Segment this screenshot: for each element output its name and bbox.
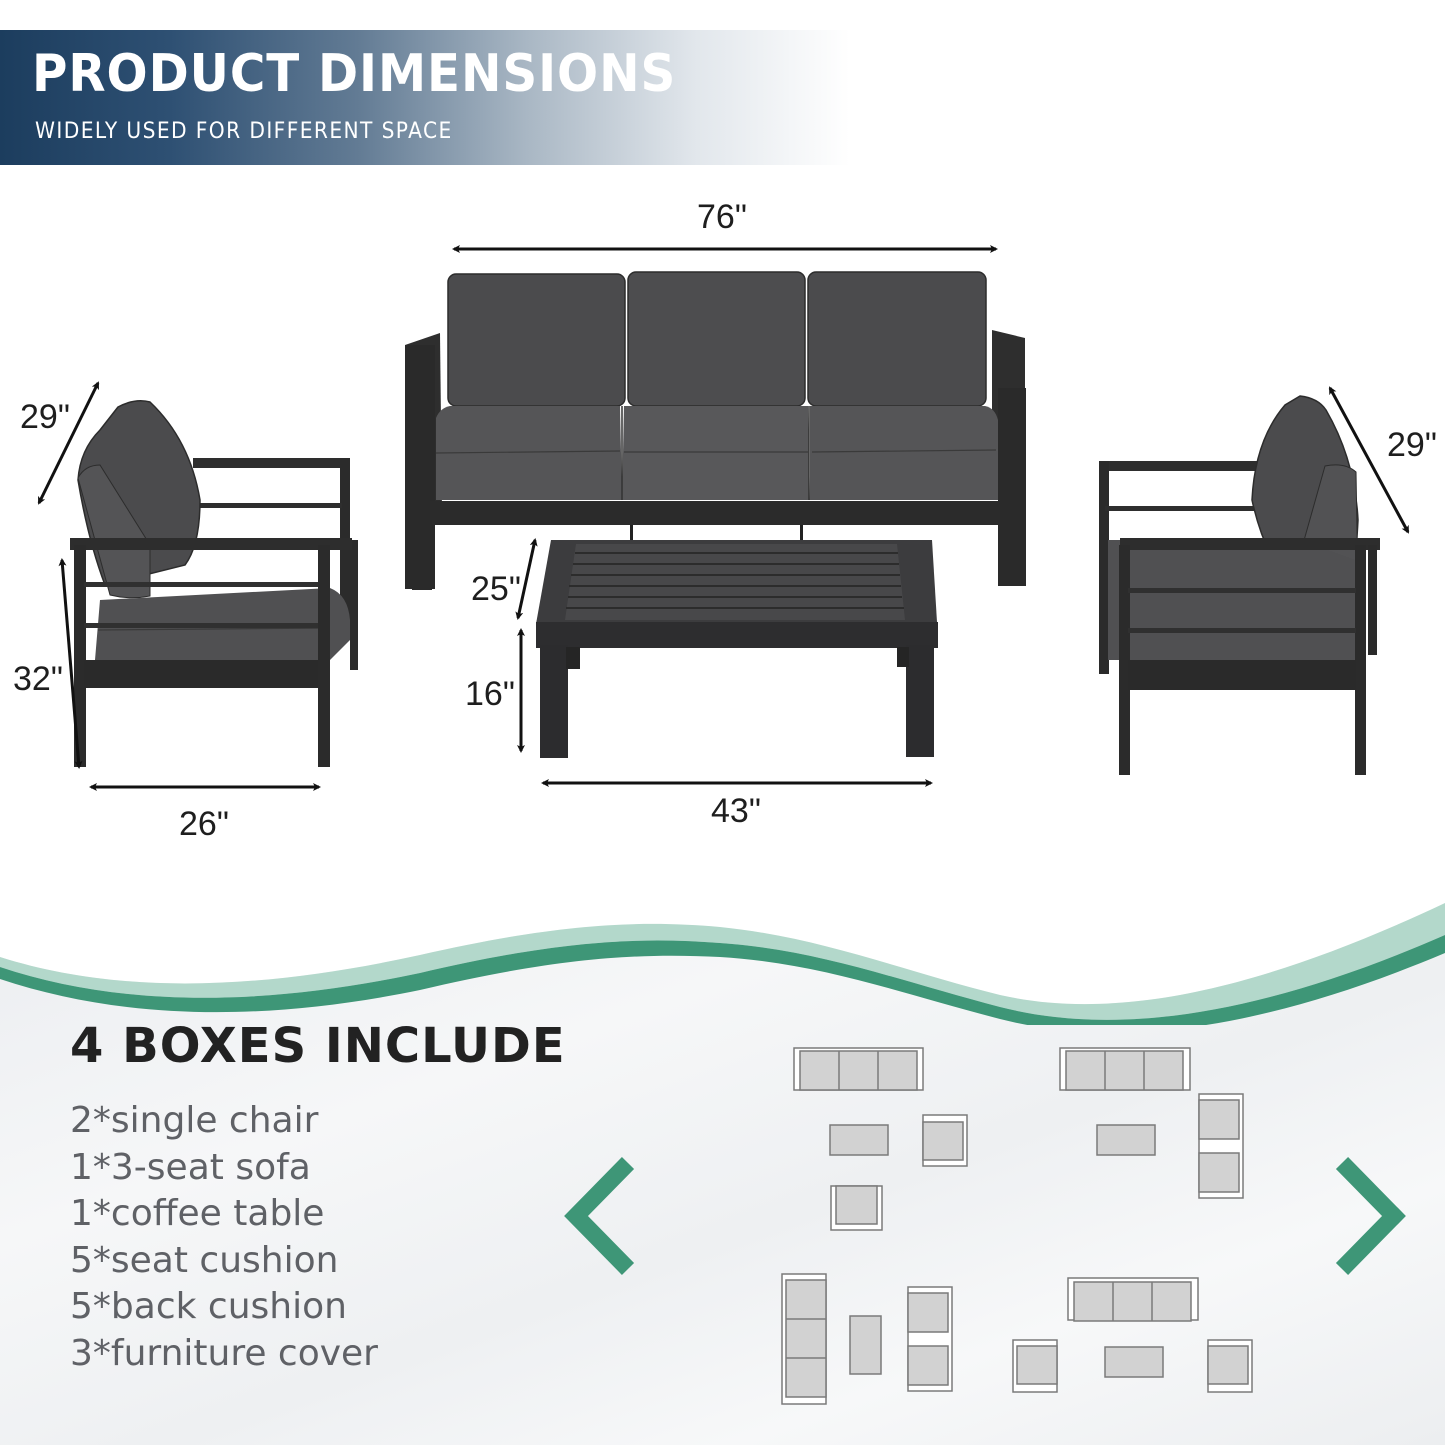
layout-4 [1012, 1277, 1253, 1393]
chevron-left-icon[interactable] [562, 1153, 642, 1283]
list-item: 5*back cushion [70, 1286, 347, 1327]
list-item: 1*coffee table [70, 1193, 325, 1234]
table-depth-label: 25" [471, 570, 521, 608]
left-chair-depth-label: 29" [20, 398, 70, 436]
package-contents-list: 2*single chair 1*3-seat sofa 1*coffee ta… [70, 1098, 378, 1377]
page-subtitle: WIDELY USED FOR DIFFERENT SPACE [35, 119, 453, 144]
layout-2 [1059, 1047, 1244, 1199]
sofa-illustration [405, 271, 1026, 590]
table-width-label: 43" [711, 792, 761, 830]
left-chair-width-label: 26" [179, 805, 229, 843]
left-chair-depth-arrow [37, 381, 100, 505]
left-chair-height-label: 32" [13, 660, 63, 698]
furniture-illustration [37, 245, 1410, 791]
table-depth-arrow [515, 538, 538, 620]
wave-divider [0, 895, 1445, 1025]
chevron-right-icon[interactable] [1328, 1153, 1408, 1283]
list-item: 5*seat cushion [70, 1239, 339, 1281]
page-title: PRODUCT DIMENSIONS [32, 44, 677, 104]
boxes-include-title: 4 BOXES INCLUDE [70, 1018, 566, 1074]
layout-1 [793, 1047, 968, 1231]
list-item: 1*3-seat sofa [70, 1146, 311, 1188]
coffee-table-illustration [536, 540, 938, 758]
layout-3 [781, 1273, 953, 1405]
list-item: 3*furniture cover [70, 1332, 378, 1374]
right-chair-depth-arrow [1328, 386, 1410, 534]
list-item: 2*single chair [70, 1100, 319, 1141]
left-chair-height-arrow [58, 558, 83, 769]
header-banner [0, 30, 850, 165]
right-chair-depth-label: 29" [1387, 426, 1437, 464]
table-height-label: 16" [465, 675, 515, 713]
sofa-width-label: 76" [697, 198, 747, 236]
